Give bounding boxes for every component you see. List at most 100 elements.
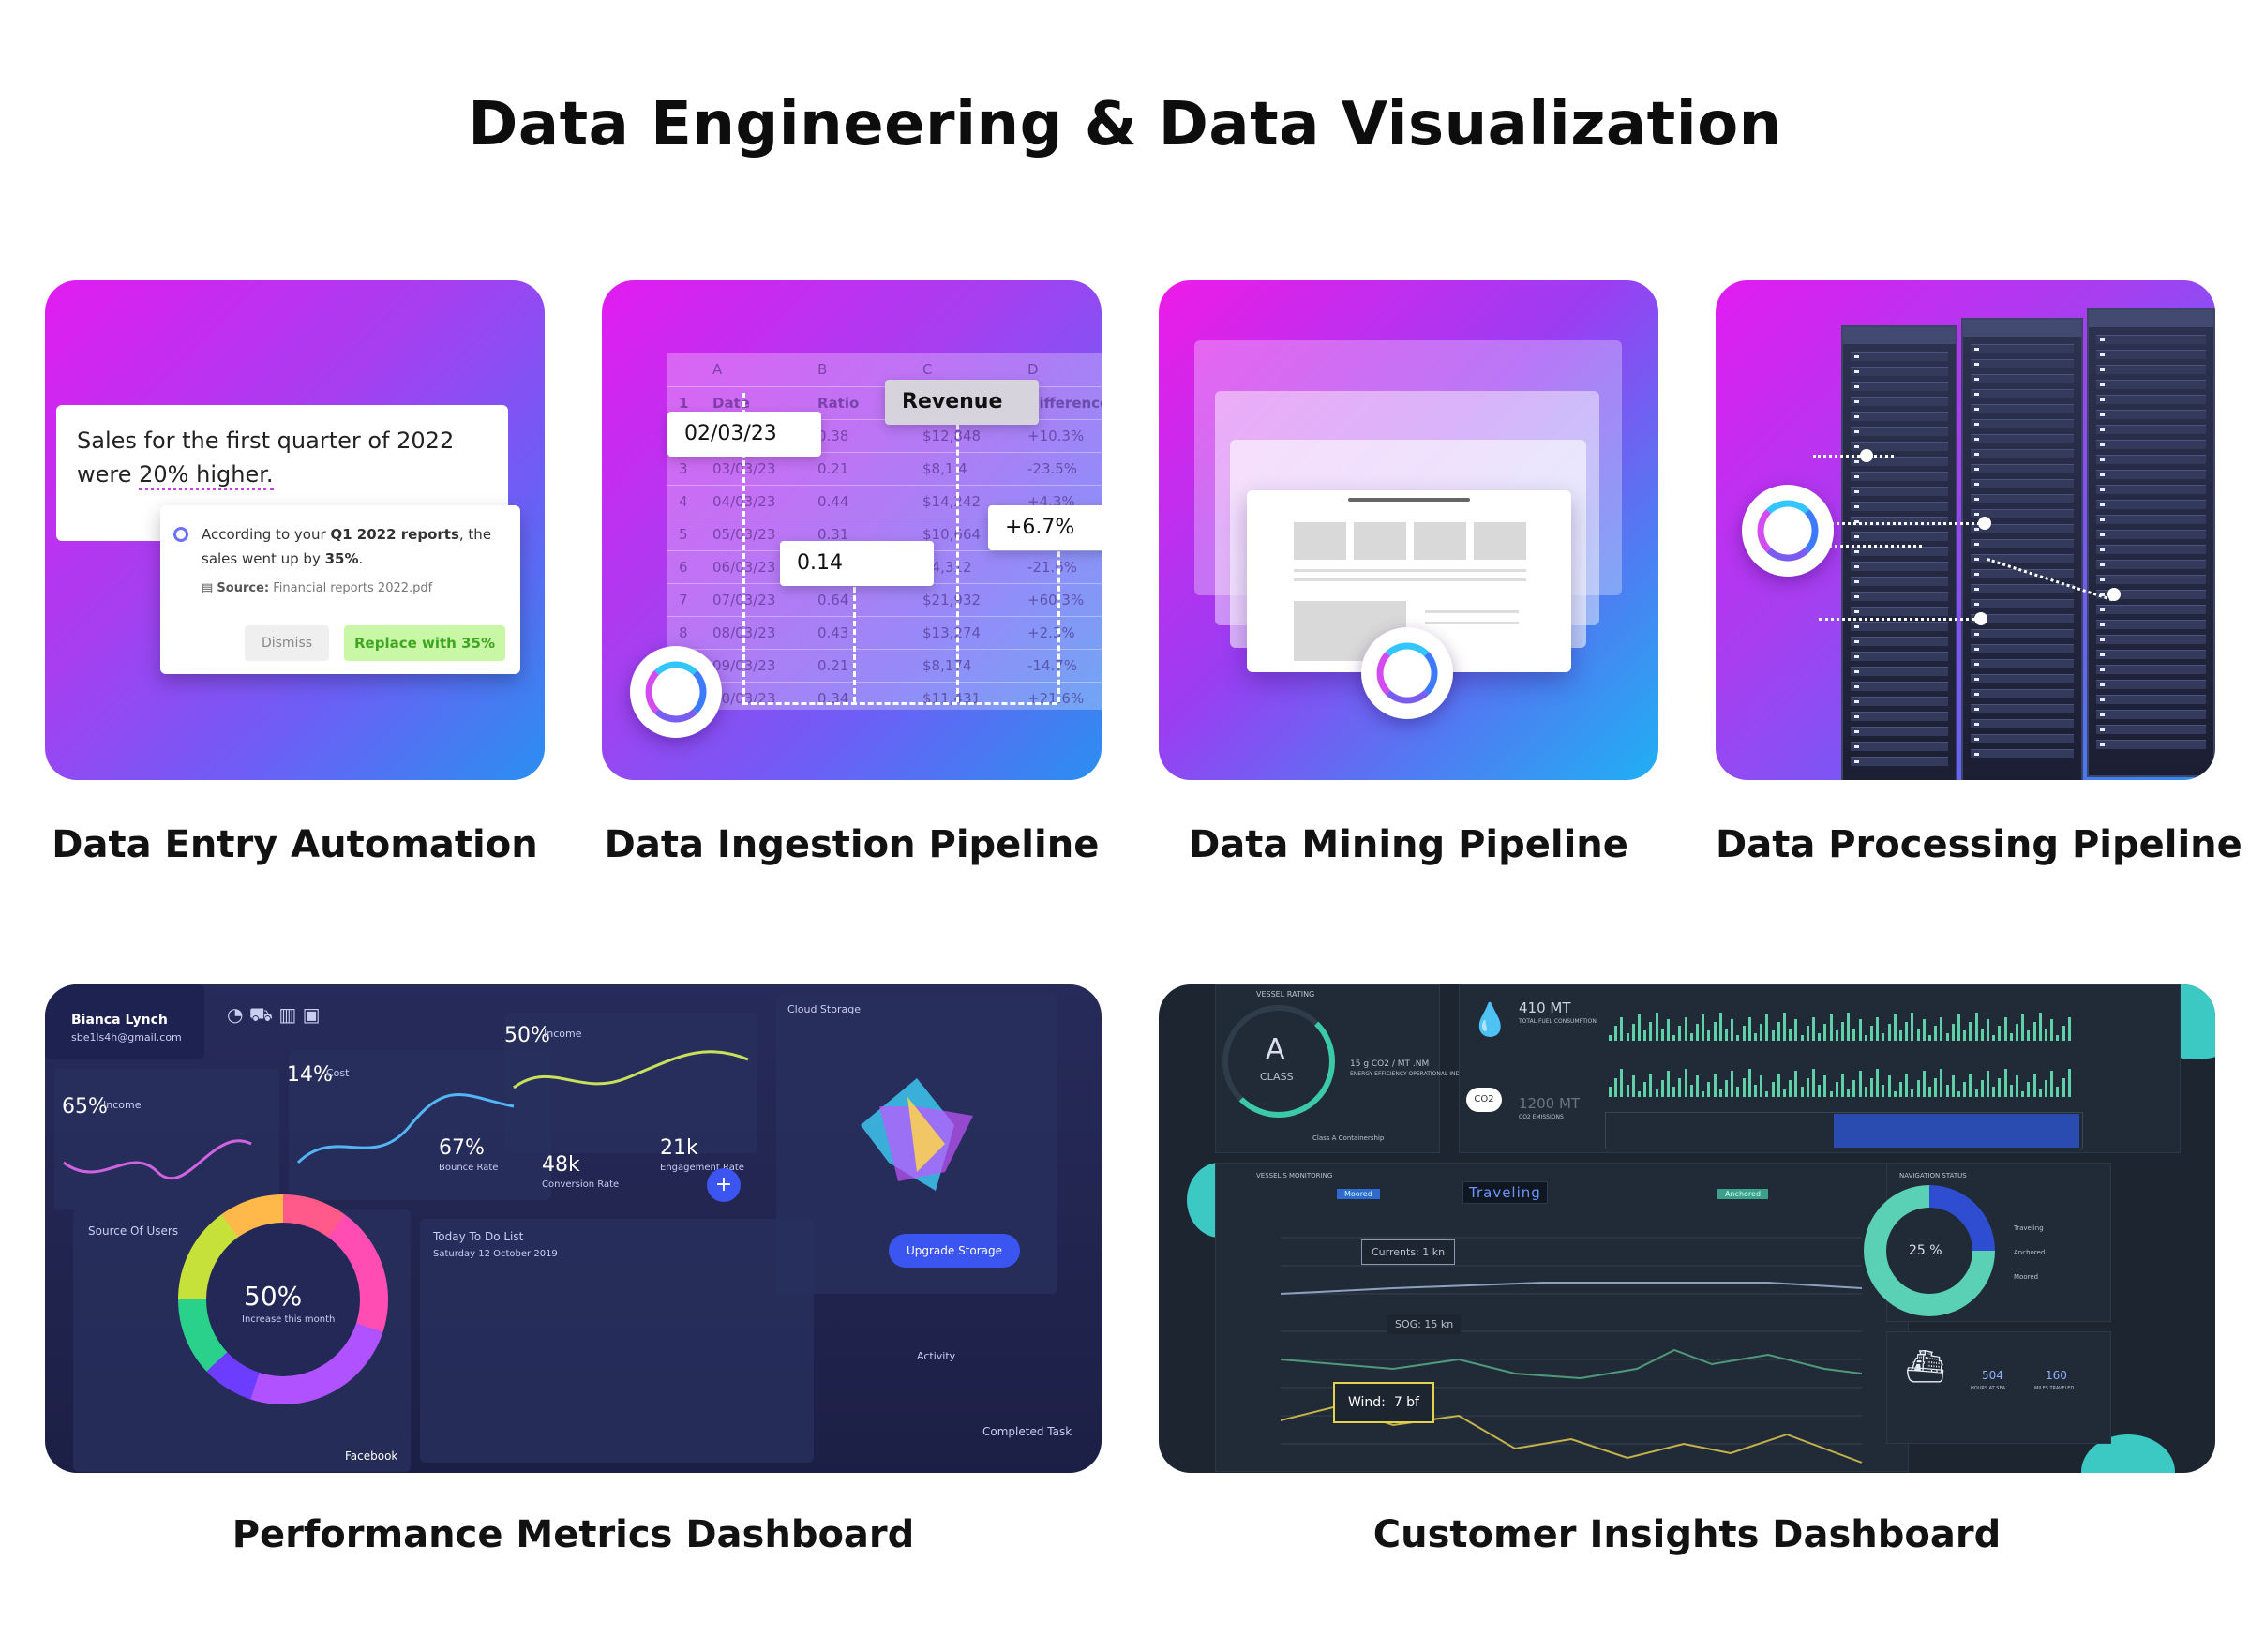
currents-label: Currents: xyxy=(1372,1246,1419,1258)
server-slot xyxy=(1851,487,1948,496)
sparkline-bar xyxy=(1818,1084,1822,1097)
server-slot xyxy=(2096,635,2206,644)
customer-dashboard-card[interactable]: VESSEL RATING A CLASS 15 g CO2 / MT .NM … xyxy=(1159,984,2215,1473)
ratio-pill: 0.14 xyxy=(780,541,934,586)
sparkline-bar xyxy=(2056,1035,2060,1041)
sparkline-bar xyxy=(1689,1084,1693,1097)
timeline-range[interactable] xyxy=(1834,1114,2079,1148)
sparkline-bar xyxy=(2045,1028,2048,1041)
sparkline-bar xyxy=(1963,1082,1967,1097)
class-note: Class A Containership xyxy=(1312,1134,1385,1142)
header-cell: Ratio xyxy=(818,395,860,412)
data-entry-card[interactable]: Sales for the first quarter of 2022 were… xyxy=(45,280,545,780)
sparkline-bar xyxy=(1852,1028,1856,1041)
dashed-connector xyxy=(853,562,856,702)
server-slot xyxy=(2096,365,2206,374)
sparkline-bar xyxy=(1992,1035,1996,1041)
server-slot xyxy=(1971,704,2074,713)
data-processing-card[interactable] xyxy=(1716,280,2215,780)
caption-performance: Performance Metrics Dashboard xyxy=(232,1513,915,1556)
sparkline-bar xyxy=(1771,1030,1775,1041)
co2-label: CO2 EMISSIONS xyxy=(1519,1114,1564,1120)
sparkline-bar xyxy=(2009,1084,2013,1097)
sparkline-bar xyxy=(1829,1091,1833,1097)
hours-label: HOURS AT SEA xyxy=(1971,1386,2006,1391)
timeline-selector[interactable] xyxy=(1605,1112,2083,1149)
connector-node xyxy=(1974,612,1988,625)
sparkline-bar xyxy=(1684,1016,1688,1041)
server-slot xyxy=(1851,397,1948,406)
sparkline-bar xyxy=(1672,1035,1676,1041)
caption-data-entry: Data Entry Automation xyxy=(52,823,538,866)
sparkline-bar xyxy=(1812,1069,1815,1097)
donut-value: 50% xyxy=(244,1281,303,1312)
stat-income-pct: 65% xyxy=(62,1095,108,1119)
sparkline-bar xyxy=(1974,1013,1978,1041)
fuel-label: TOTAL FUEL CONSUMPTION xyxy=(1519,1018,1597,1025)
sparkline-bar xyxy=(1974,1089,1978,1097)
co2-bars xyxy=(1609,1059,2078,1097)
cell: 0.31 xyxy=(818,526,849,543)
nav-donut xyxy=(1864,1185,1995,1316)
text-line xyxy=(1294,578,1526,581)
server-slot xyxy=(2096,530,2206,539)
row-number: 7 xyxy=(679,592,688,608)
sparkline-bar xyxy=(1887,1075,1891,1097)
sparkline-bar xyxy=(1940,1069,1943,1097)
dotted-connector xyxy=(1819,545,1922,548)
sparkline-bar xyxy=(1731,1019,1734,1041)
server-slot xyxy=(1851,442,1948,451)
connector-node xyxy=(1978,517,1991,530)
row-number: 5 xyxy=(679,526,688,543)
server-slot xyxy=(1851,682,1948,691)
kpi-3: 21k xyxy=(660,1136,698,1160)
data-ingestion-card[interactable]: A B C D 1 Date Ratio Difference 0.38 $12… xyxy=(602,280,1102,780)
sparkline-bar xyxy=(2021,1014,2025,1041)
rack-top xyxy=(1963,320,2081,337)
sparkline-bar xyxy=(2050,1071,2054,1097)
data-mining-card[interactable] xyxy=(1159,280,1658,780)
todo-title: Today To Do List xyxy=(433,1230,524,1243)
replace-button[interactable]: Replace with 35% xyxy=(344,625,505,661)
cell: -14.7% xyxy=(1028,657,1078,674)
sparkline-bar xyxy=(1829,1014,1833,1041)
sparkline-bar xyxy=(2062,1026,2065,1041)
sparkline-bar xyxy=(1911,1089,1914,1097)
sparkline-bar xyxy=(1887,1024,1891,1041)
row-number: 4 xyxy=(679,493,688,510)
sparkline-bar xyxy=(1626,1032,1629,1041)
source-label: Source: xyxy=(217,581,270,595)
sparkline-bar xyxy=(1934,1026,1938,1041)
server-slot xyxy=(2096,680,2206,689)
sparkline-bar xyxy=(2067,1069,2071,1097)
source-link[interactable]: Financial reports 2022.pdf xyxy=(273,581,433,595)
sparkline-bar xyxy=(1725,1080,1728,1097)
kpi-2-label: Conversion Rate xyxy=(542,1179,620,1190)
table-row: 909/03/230.21$8,174-14.7% xyxy=(668,649,1102,682)
cell: +2.3% xyxy=(1028,624,1075,641)
server-slot xyxy=(1851,412,1948,421)
sparkline-bar xyxy=(1696,1075,1699,1097)
currents-tooltip: Currents: 1 kn xyxy=(1361,1239,1456,1265)
stat-income2-pct: 50% xyxy=(504,1024,550,1047)
sparkline-bar xyxy=(1649,1021,1653,1041)
sparkline-bar xyxy=(1620,1069,1624,1097)
cell: 0.43 xyxy=(818,624,849,641)
nav-icons[interactable]: ◔ ⛟ ▥ ▣ xyxy=(227,1003,321,1026)
class-label: CLASS xyxy=(1260,1071,1294,1083)
class-letter: A xyxy=(1266,1033,1285,1066)
upgrade-storage-button[interactable]: Upgrade Storage xyxy=(889,1234,1020,1268)
todo-panel xyxy=(420,1219,814,1463)
add-button[interactable]: + xyxy=(707,1168,741,1202)
performance-dashboard-card[interactable]: Bianca Lynch sbe1ls4h@gmail.com ◔ ⛟ ▥ ▣ … xyxy=(45,984,1102,1473)
sparkline-bar xyxy=(1760,1075,1763,1097)
server-slot xyxy=(2096,500,2206,509)
connector-node xyxy=(1860,449,1873,462)
class-gauge xyxy=(1222,1005,1335,1118)
sparkline-bar xyxy=(1893,1091,1897,1097)
server-slot xyxy=(2096,350,2206,359)
dismiss-button[interactable]: Dismiss xyxy=(245,625,329,661)
sparkline-bar xyxy=(1794,1019,1798,1041)
cell: $14,242 xyxy=(922,493,982,510)
